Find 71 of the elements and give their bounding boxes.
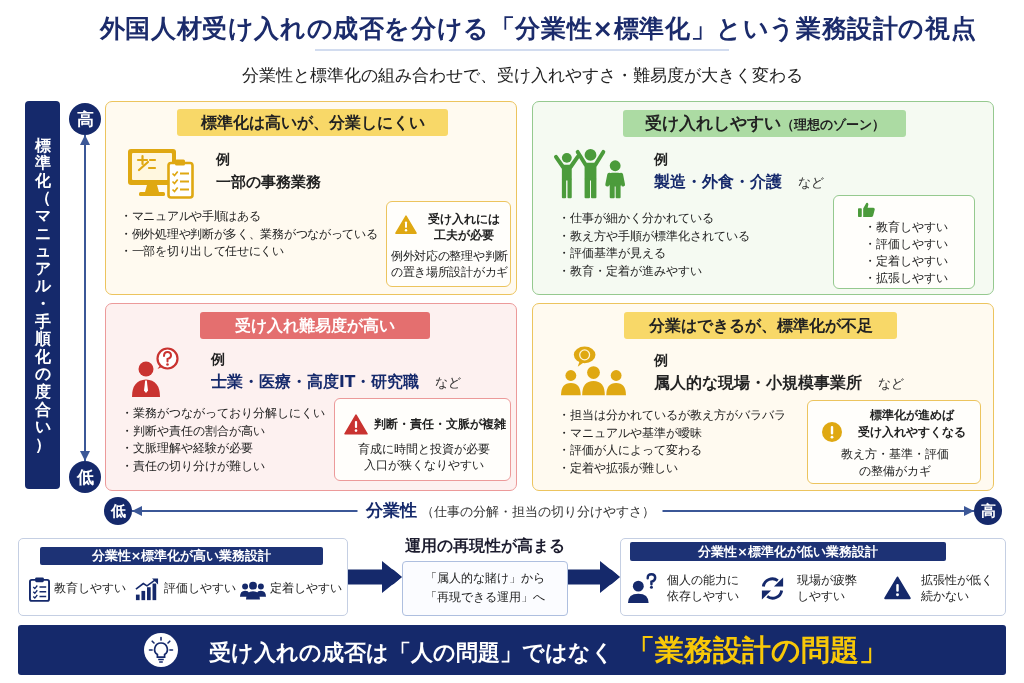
callout-box [833,195,975,289]
callout-box [386,201,511,287]
result-box: 「属人的な賭け」から「再現できる運用」へ [402,561,568,616]
section-header: 分業性×標準化が高い業務設計 [40,547,323,565]
example-text: 属人的な現場・小規模事業所 など [654,373,905,394]
bullet-item: ・定着しやすい [864,253,948,270]
quadrant-panel [532,101,994,295]
bullet-item: ・例外処理や判断が多く、業務がつながっている [120,225,378,243]
bullet-item: ・評価基準が見える [558,245,666,263]
axis-end-marker: 低 [104,497,132,525]
axis-title: 標準化（マニュアル・手順化の度合い） [34,136,51,454]
callout-text: 育成に時間と投資が必要 [356,441,491,457]
quadrant-panel [105,303,517,491]
bullet-item: ・教育しやすい [864,219,948,236]
axis-end-marker: 低 [69,461,101,493]
callout-text: 教え方・基準・評価の整備がカギ [840,446,950,479]
example-text: 一部の事務業務 [216,172,321,192]
bullet-item: ・評価しやすい [864,236,948,253]
example-label: 例 [654,351,668,369]
callout-box [334,398,511,481]
bullet-item: ・文脈理解や経験が必要 [121,440,253,458]
bullet-item: ・一部を切り出して任せにくい [120,243,284,260]
callout-heading: 判断・責任・文脈が複雑 [373,416,507,432]
bullet-item: ・教え方や手順が標準化されている [558,227,750,245]
example-text: 製造・外食・介護 など [654,172,825,193]
bullet-item: ・マニュアルや基準が曖昧 [558,424,702,442]
quadrant-heading: 標準化は高いが、分業しにくい [177,109,448,136]
bullet-item: ・拡張しやすい [864,270,948,287]
callout-text: 入口が狭くなりやすい [362,457,485,473]
block-arrow [348,561,402,593]
bullet-item: ・定着や拡張が難しい [558,460,678,478]
section-header: 分業性×標準化が低い業務設計 [630,542,946,561]
quadrant-panel [532,303,994,491]
callout-text: 例外対応の整理や判断の置き場所設計がカギ [390,248,509,280]
item-text: 拡張性が低く続かない [921,572,993,604]
quadrant-heading: 受け入れしやすい（理想のゾーン） [623,110,906,137]
summary-panel [620,538,1006,616]
quadrant-heading: 受け入れ難易度が高い [200,312,430,339]
quadrant-panel [105,101,517,295]
bullet-item: ・仕事が細かく分かれている [558,210,714,227]
bullet-item: ・担当は分かれているが教え方がバラバラ [558,407,786,424]
conclusion-text: 受け入れの成否は「人の問題」ではなく「業務設計の問題」 [209,632,888,669]
example-label: 例 [211,350,225,368]
callout-heading: 受け入れには工夫が必要 [426,211,501,243]
axis-end-marker: 高 [69,103,101,135]
bullet-item: ・評価が人によって変わる [558,442,702,460]
quadrant-heading: 分業はできるが、標準化が不足 [624,312,897,339]
callout-heading: 標準化が進めば受け入れやすくなる [857,407,967,441]
callout-box [807,400,981,484]
subtitle: 分業性と標準化の組み合わせで、受け入れやすさ・難易度が大きく変わる [241,64,803,86]
conclusion-banner [18,625,1006,675]
example-text: 士業・医療・高度IT・研究職 など [211,372,462,393]
title: 外国人材受け入れの成否を分ける「分業性×標準化」という業務設計の視点 [99,13,977,45]
bullet-item: ・判断や責任の割合が高い [121,422,265,440]
axis-title-band [25,101,60,489]
box-heading: 運用の再現性が高まる [404,536,566,556]
bullet-item: ・教育・定着が進みやすい [558,263,702,281]
item-text: 個人の能力に依存しやすい [667,572,739,604]
bullet-item: ・責任の切り分けが難しい [121,457,265,475]
example-label: 例 [654,150,668,168]
item-text: 定着しやすい [270,580,342,596]
example-label: 例 [216,150,230,168]
item-text: 評価しやすい [164,580,236,596]
bullet-item: ・業務がつながっており分解しにくい [121,405,325,422]
item-text: 現場が疲弊しやすい [797,572,857,604]
double-arrow [80,134,90,462]
bullet-item: ・マニュアルや手順はある [120,208,261,225]
axis-end-marker: 高 [974,497,1002,525]
block-arrow [568,561,620,593]
summary-panel [18,538,348,616]
item-text: 教育しやすい [54,580,126,596]
